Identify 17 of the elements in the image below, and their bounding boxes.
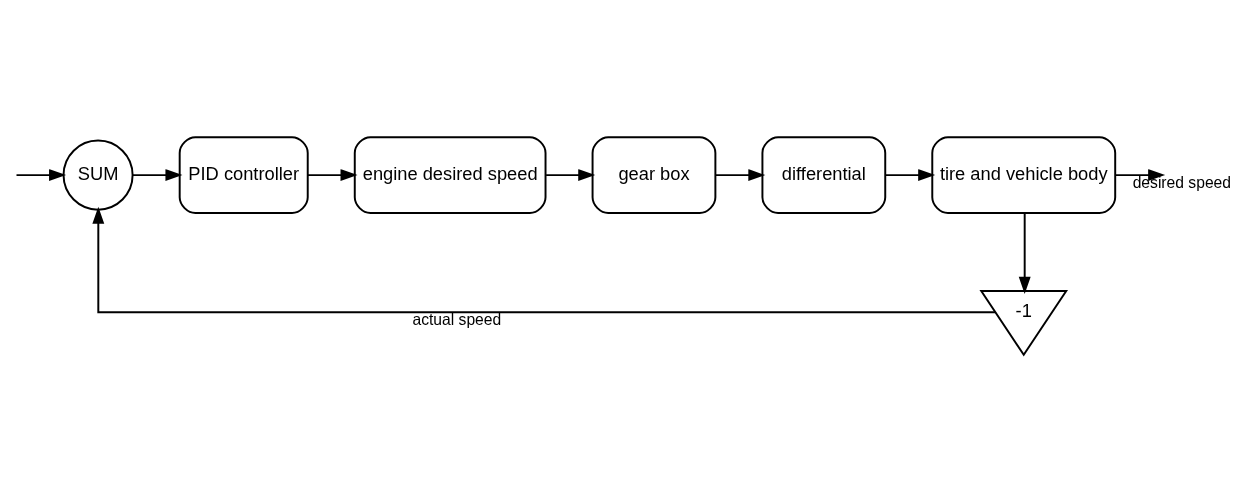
node-box: tire and vehicle body — [931, 136, 1117, 214]
arrow — [15, 169, 67, 182]
node-box: differential — [761, 136, 887, 214]
arrow — [884, 169, 936, 182]
edge-label: desired speed — [1132, 173, 1232, 191]
node-circle: SUM — [62, 139, 134, 211]
arrow — [1114, 169, 1166, 182]
arrow — [1018, 212, 1031, 294]
arrow — [92, 206, 996, 314]
edge-label: actual speed — [412, 310, 502, 328]
arrow — [306, 169, 358, 182]
arrow — [714, 169, 766, 182]
node-box: engine desired speed — [353, 136, 547, 214]
arrow — [132, 169, 183, 182]
node-box: gear box — [591, 136, 717, 214]
node-box: PID controller — [178, 136, 309, 214]
arrow — [545, 169, 596, 182]
